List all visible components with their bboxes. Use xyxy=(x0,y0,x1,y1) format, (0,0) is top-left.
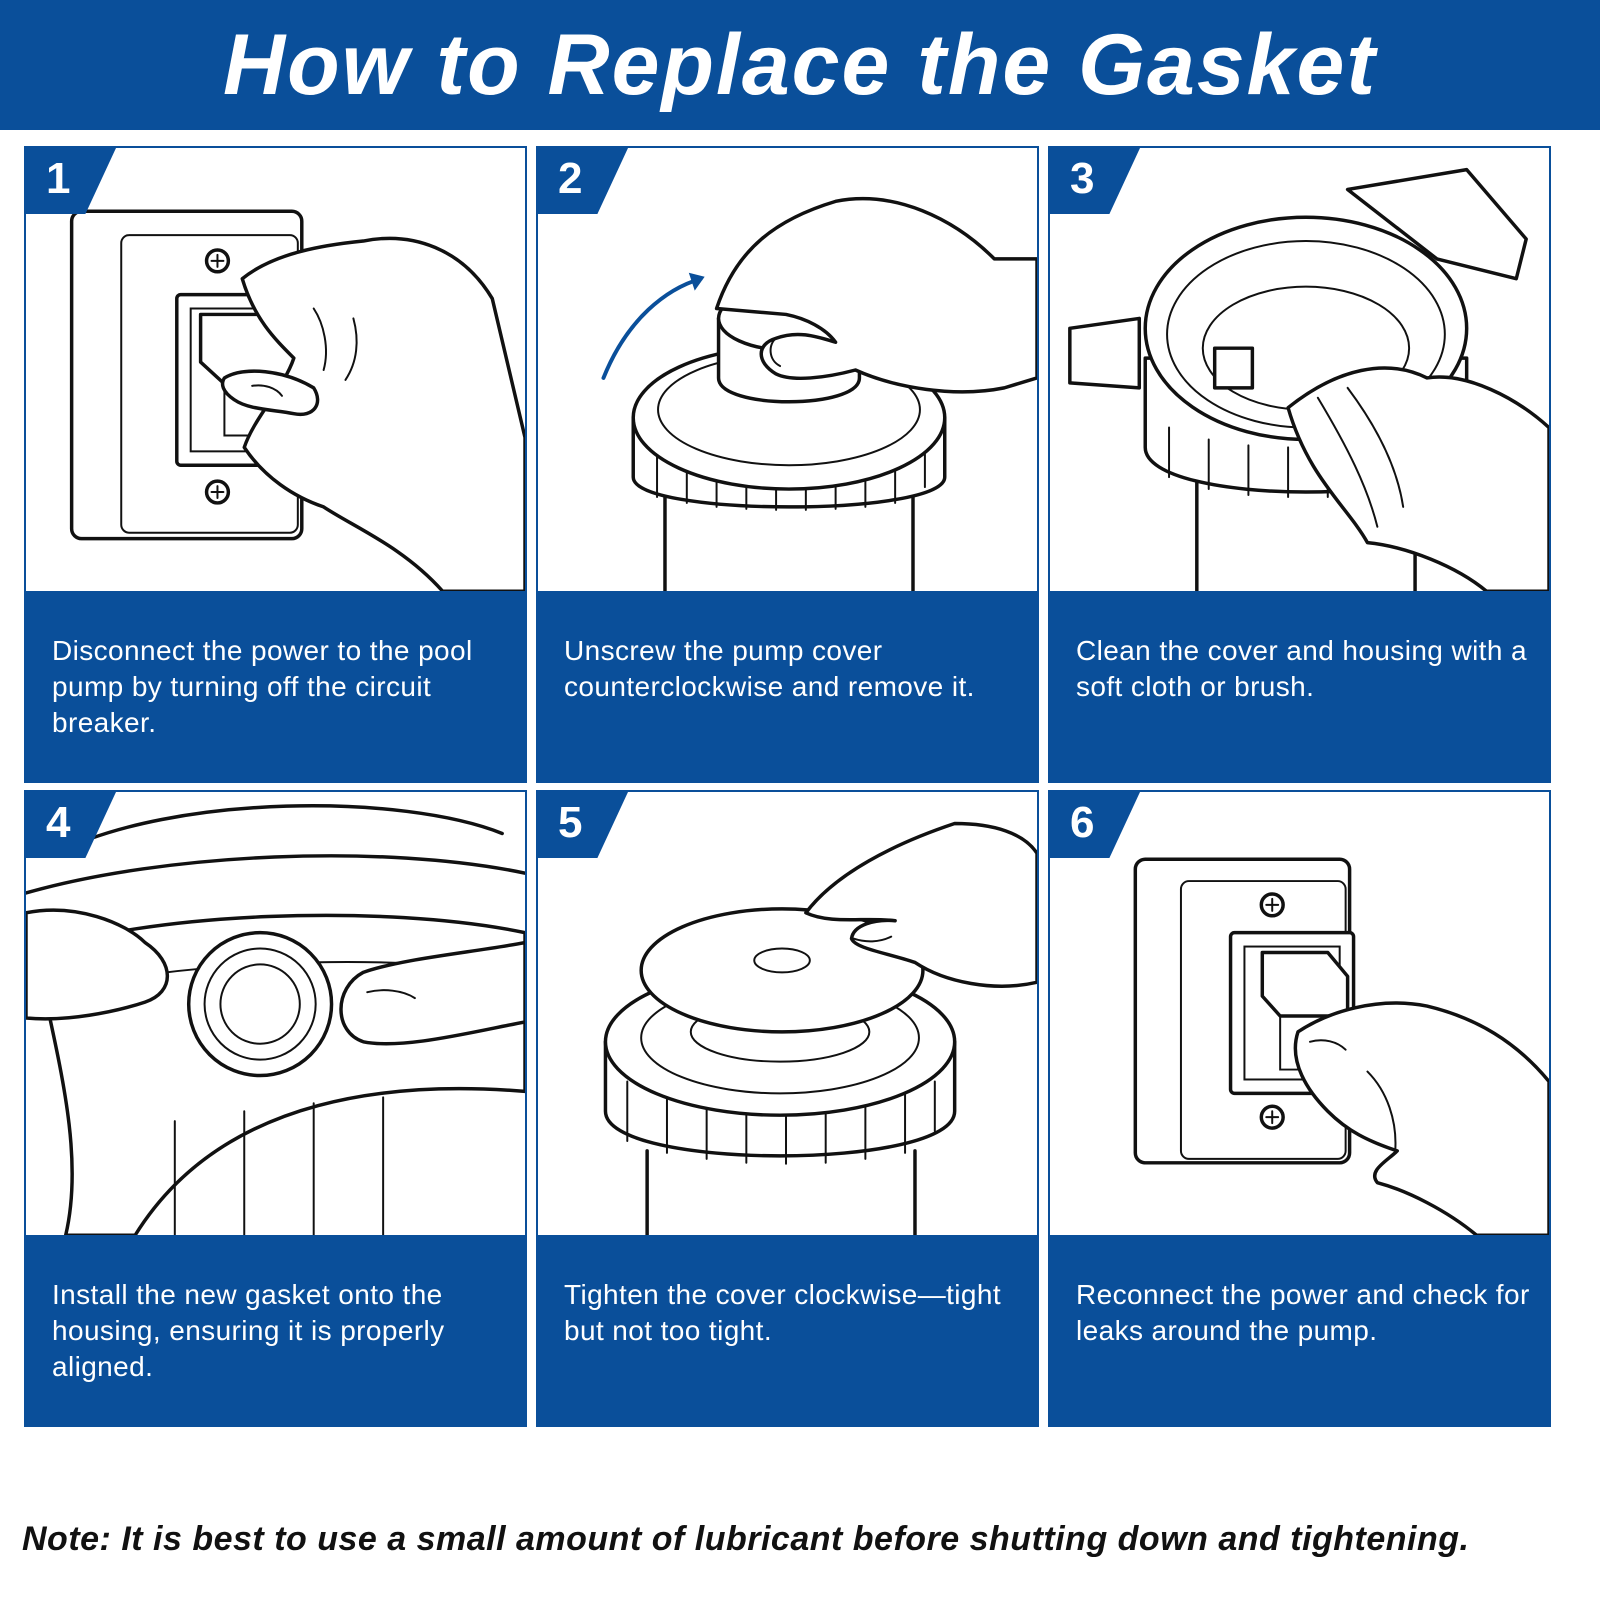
install-gasket-illustration xyxy=(26,792,525,1237)
step-panel-4: 4 Install the new gasket onto the housin… xyxy=(24,790,527,1427)
step-panel-6: 6 Reconnect the power and check for leak… xyxy=(1048,790,1551,1427)
step-caption: Clean the cover and housing with a soft … xyxy=(1050,591,1549,781)
lubricant-note: Note: It is best to use a small amount o… xyxy=(22,1520,1470,1558)
tighten-cover-illustration xyxy=(538,792,1037,1237)
step-panel-1: 1 Disconnect the power to the pool pump … xyxy=(24,146,527,783)
title-banner: How to Replace the Gasket xyxy=(0,0,1600,130)
step-panel-5: 5 Tighten the cover clockwise—tight but … xyxy=(536,790,1039,1427)
step-caption: Reconnect the power and check for leaks … xyxy=(1050,1235,1549,1425)
step-panel-2: 2 Unscrew the pump cover counterclockwis… xyxy=(536,146,1039,783)
clean-housing-illustration xyxy=(1050,148,1549,593)
unscrew-cover-illustration xyxy=(538,148,1037,593)
step-caption: Unscrew the pump cover counterclockwise … xyxy=(538,591,1037,781)
switch-off-illustration xyxy=(26,148,525,593)
step-caption: Install the new gasket onto the housing,… xyxy=(26,1235,525,1425)
switch-on-illustration xyxy=(1050,792,1549,1237)
step-caption: Tighten the cover clockwise—tight but no… xyxy=(538,1235,1037,1425)
step-caption: Disconnect the power to the pool pump by… xyxy=(26,591,525,781)
page-title: How to Replace the Gasket xyxy=(223,16,1377,113)
step-panel-3: 3 Clean the cover and housing with a sof… xyxy=(1048,146,1551,783)
